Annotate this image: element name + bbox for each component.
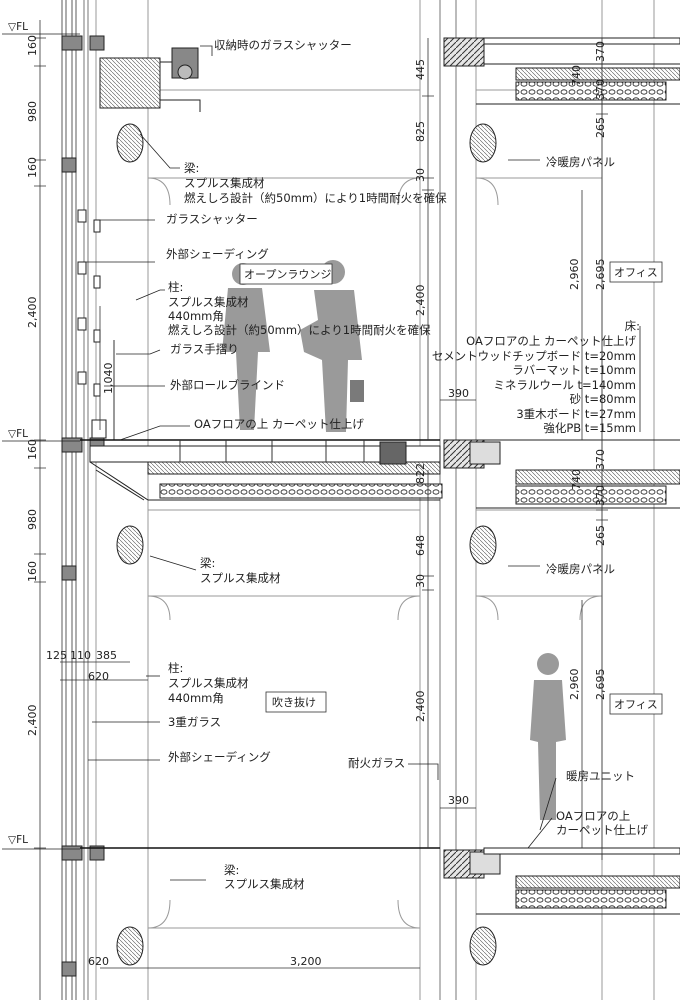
level-markers: ▽FL ▽FL ▽FL: [2, 21, 80, 850]
fl-bottom: ▽FL: [8, 834, 28, 846]
room-office-2: オフィス: [614, 698, 658, 711]
dim-center-4: 2,400: [414, 285, 427, 317]
label-beam1-material: スプルス集成材: [184, 176, 265, 190]
label-beam2-title: 梁:: [200, 556, 215, 570]
label-oa-floor-carpet: OAフロアの上 カーペット仕上げ: [194, 417, 364, 431]
label-ext-shading-1: 外部シェーディング: [166, 247, 269, 261]
dim-1040: 1,040: [102, 363, 115, 395]
dim-110: 110: [70, 649, 91, 662]
fl-top: ▽FL: [8, 21, 28, 33]
dim-right-3: 370: [594, 79, 607, 100]
floor-spec-line-7: 強化PB t=15mm: [543, 421, 636, 435]
fl-mid: ▽FL: [8, 428, 28, 440]
label-col1-title: 柱:: [168, 280, 183, 294]
dim-3200: 3,200: [290, 955, 322, 968]
label-col2-material: スプルス集成材: [168, 676, 249, 690]
dim-390-upper: 390: [448, 387, 469, 400]
dim-right-12: 2,960: [568, 669, 581, 701]
dim-right-10: 2,695: [594, 669, 607, 701]
dim-center-6: 648: [414, 535, 427, 556]
annotations: 収納時のガラスシャッター 梁: スプルス集成材 燃えしろ設計（約50mm）により…: [166, 38, 648, 891]
floor-slab-1: [443, 37, 680, 105]
room-labels: オープンラウンジ オフィス 吹き抜け オフィス: [239, 261, 663, 715]
facade: [61, 0, 201, 1000]
dim-right-5: 2,695: [594, 259, 607, 291]
label-beam2-material: スプルス集成材: [200, 571, 281, 585]
dim-left-3: 160: [26, 157, 39, 178]
dim-left-7: 160: [26, 561, 39, 582]
floor-slab-2: [80, 439, 680, 509]
label-beam3-material: スプルス集成材: [224, 877, 305, 891]
floor-spec-line-2: セメントウッドチップボード t=20mm: [432, 349, 636, 363]
label-cool-heat-panel-1: 冷暖房パネル: [546, 155, 615, 169]
label-ext-roll-blind: 外部ロールブラインド: [170, 378, 285, 392]
dim-left-2: 980: [26, 101, 39, 122]
label-oa-floor2-line2: カーペット仕上げ: [556, 823, 648, 837]
label-col1-fire: 燃えしろ設計（約50mm）により1時間耐火を確保: [168, 323, 431, 337]
label-col1-material: スプルス集成材: [168, 295, 249, 309]
dim-center-8: 2,400: [414, 691, 427, 723]
dim-right-2: 740: [570, 65, 583, 86]
dim-left-8: 2,400: [26, 705, 39, 737]
room-office-1: オフィス: [614, 266, 658, 279]
label-beam3-title: 梁:: [224, 863, 239, 877]
dim-right-11: 2,960: [568, 259, 581, 291]
floor-spec: 床: OAフロアの上 カーペット仕上げ セメントウッドチップボード t=20mm…: [432, 319, 640, 435]
label-col2-title: 柱:: [168, 661, 183, 675]
floor-spec-line-5: 砂 t=80mm: [570, 392, 636, 406]
dim-right-6: 370: [594, 449, 607, 470]
dim-right-8: 370: [594, 485, 607, 506]
dim-right-9: 265: [594, 525, 607, 546]
label-ext-shading-2: 外部シェーディング: [168, 750, 271, 764]
dim-center-1: 445: [414, 59, 427, 80]
dim-right-7: 740: [570, 469, 583, 490]
label-oa-floor2-line1: OAフロアの上: [556, 809, 630, 823]
dim-center-2: 825: [414, 121, 427, 142]
dim-left-6: 980: [26, 509, 39, 530]
dim-left-4: 2,400: [26, 297, 39, 329]
dim-390-lower: 390: [448, 794, 469, 807]
label-col2-size: 440mm角: [168, 691, 224, 705]
label-col1-size: 440mm角: [168, 309, 224, 323]
misc-dimensions: 1,040 390 390 125 110 385 620 620 3,200: [46, 363, 469, 969]
left-dimensions: 160 980 160 2,400 160 980 160 2,400: [26, 35, 39, 736]
room-open-lounge: オープンラウンジ: [244, 268, 331, 281]
dim-center-3: 30: [414, 168, 427, 182]
floor-spec-title: 床:: [625, 319, 640, 333]
label-glass-shutter: ガラスシャッター: [166, 212, 258, 226]
label-glass-handrail: ガラス手摺り: [170, 342, 239, 356]
dim-right-4: 265: [594, 117, 607, 138]
beam-section: [116, 123, 497, 966]
floor-spec-line-6: 3重木ボード t=27mm: [516, 407, 636, 421]
leader-lines: [86, 45, 641, 881]
dimension-lines: [34, 20, 608, 1000]
label-triple-glass: 3重ガラス: [168, 715, 221, 729]
room-atrium: 吹き抜け: [272, 695, 316, 709]
shutter-box: [99, 47, 201, 112]
dim-center-5: 822: [414, 463, 427, 484]
floor-spec-line-1: OAフロアの上 カーペット仕上げ: [466, 334, 636, 348]
dim-right-1: 370: [594, 41, 607, 62]
right-dimensions: 370 740 370 265 2,695 370 740 370 265 2,…: [568, 41, 607, 700]
dim-620-upper: 620: [88, 670, 109, 683]
label-cool-heat-panel-2: 冷暖房パネル: [546, 562, 615, 576]
label-beam1-fire: 燃えしろ設計（約50mm）により1時間耐火を確保: [184, 191, 447, 205]
dim-385: 385: [96, 649, 117, 662]
dim-center-7: 30: [414, 574, 427, 588]
dim-125: 125: [46, 649, 67, 662]
label-fire-glass: 耐火ガラス: [348, 756, 405, 770]
center-dimensions: 445 825 30 2,400 822 648 30 2,400: [414, 59, 427, 722]
label-heater-unit: 暖房ユニット: [566, 769, 635, 783]
dim-left-5: 160: [26, 439, 39, 460]
dim-620-lower: 620: [88, 955, 109, 968]
floor-spec-line-4: ミネラルウール t=140mm: [493, 378, 636, 392]
label-beam1-title: 梁:: [184, 161, 199, 175]
label-glass-shutter-stored: 収納時のガラスシャッター: [214, 38, 352, 52]
person-silhouette: [222, 260, 566, 820]
floor-slab-3: [80, 847, 680, 915]
floor-spec-line-3: ラバーマット t=10mm: [512, 363, 636, 377]
dim-left-1: 160: [26, 35, 39, 56]
